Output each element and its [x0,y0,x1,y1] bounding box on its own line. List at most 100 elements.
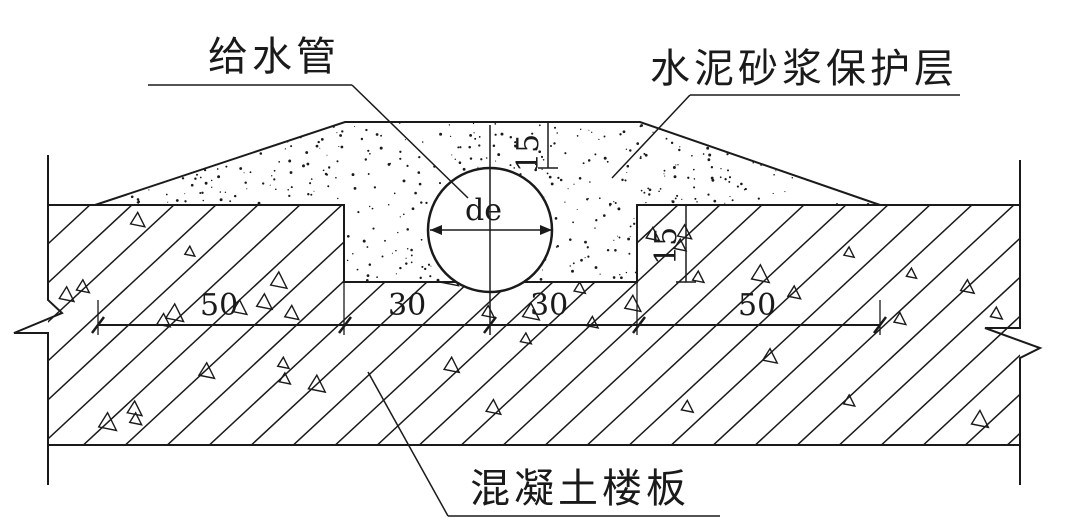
speckle-dot [867,226,870,229]
speckle-dot [633,222,636,225]
speckle-dot [97,221,99,223]
speckle-dot [231,262,234,264]
speckle-dot [249,221,253,225]
speckle-dot [599,273,601,275]
speckle-dot [108,133,110,135]
speckle-dot [299,263,303,266]
speckle-dot [117,179,120,183]
speckle-dot [587,159,591,162]
speckle-dot [224,191,227,194]
speckle-dot [233,194,237,198]
aggregate-mark [197,361,216,380]
speckle-dot [406,248,409,250]
speckle-dot [331,216,333,218]
speckle-dot [256,236,258,238]
speckle-dot [295,221,298,224]
speckle-dot [207,245,210,248]
speckle-dot [115,155,117,158]
speckle-dot [100,211,103,214]
hatch-line [77,205,359,445]
speckle-dot [254,143,257,146]
speckle-dot [734,242,738,245]
speckle-dot [576,208,578,211]
speckle-dot [278,161,281,163]
speckle-dot [698,243,701,246]
speckle-dot [337,221,339,223]
speckle-dot [241,264,244,267]
speckle-dot [554,217,558,220]
speckle-dot [769,252,771,254]
speckle-dot [854,146,857,149]
speckle-dot [285,273,287,276]
speckle-dot [671,200,673,202]
speckle-dot [643,152,646,155]
aggregate-mark [691,269,706,284]
speckle-dot [805,206,808,209]
speckle-dot [757,251,760,255]
speckle-dot [634,271,637,274]
speckle-dot [115,150,118,153]
speckle-dot [806,161,810,165]
aggregate-mark [307,373,327,394]
speckle-dot [576,135,579,137]
speckle-dot [147,128,150,131]
speckle-dot [613,239,615,241]
speckle-dot [439,132,443,136]
speckle-dot [143,125,146,128]
speckle-dot [135,264,137,266]
speckle-dot [205,222,207,225]
speckle-dot [186,223,190,226]
speckle-dot [509,164,512,167]
speckle-dot [594,227,596,229]
aggregate-mark [128,411,143,426]
speckle-dot [179,154,182,157]
speckle-dot [288,194,291,198]
speckle-dot [375,133,379,136]
aggregate-mark [164,302,185,323]
speckle-dot [123,126,126,130]
speckle-dot [541,168,543,170]
speckle-dot [835,158,839,162]
aggregate-mark [231,298,249,316]
speckle-dot [301,127,304,130]
speckle-dot [143,259,147,263]
speckle-dot [617,207,621,211]
speckle-dot [199,191,202,195]
speckle-dot [405,257,407,259]
speckle-dot [625,148,628,150]
speckle-dot [323,235,326,238]
speckle-dot [219,191,222,193]
aggregate-mark [989,305,1004,320]
speckle-dot [285,129,288,132]
speckle-dot [276,140,279,143]
speckle-dot [163,170,166,173]
speckle-dot [427,263,431,266]
speckle-dot [96,273,98,276]
speckle-dot [290,145,293,148]
speckle-dot [704,270,706,272]
speckle-dot [624,179,627,182]
speckle-dot [320,124,323,126]
speckle-dot [644,153,648,157]
speckle-dot [368,263,372,266]
speckle-dot [791,177,794,179]
speckle-dot [626,164,630,168]
speckle-dot [192,269,195,272]
speckle-dot [352,252,354,255]
aggregate-mark [519,331,533,345]
speckle-dot [688,131,691,134]
speckle-dot [718,129,720,131]
speckle-dot [629,225,632,228]
speckle-dot [310,193,313,196]
speckle-dot [243,172,245,174]
speckle-dot [190,183,194,187]
speckle-dot [160,147,163,150]
aggregate-mark [623,293,643,313]
water-pipe-label: 给水管 [208,34,340,80]
speckle-dot [138,162,141,165]
speckle-dot [603,214,606,217]
speckle-dot [687,176,690,179]
speckle-dot [723,130,727,133]
speckle-dot [168,223,172,227]
speckle-dot [473,132,475,134]
